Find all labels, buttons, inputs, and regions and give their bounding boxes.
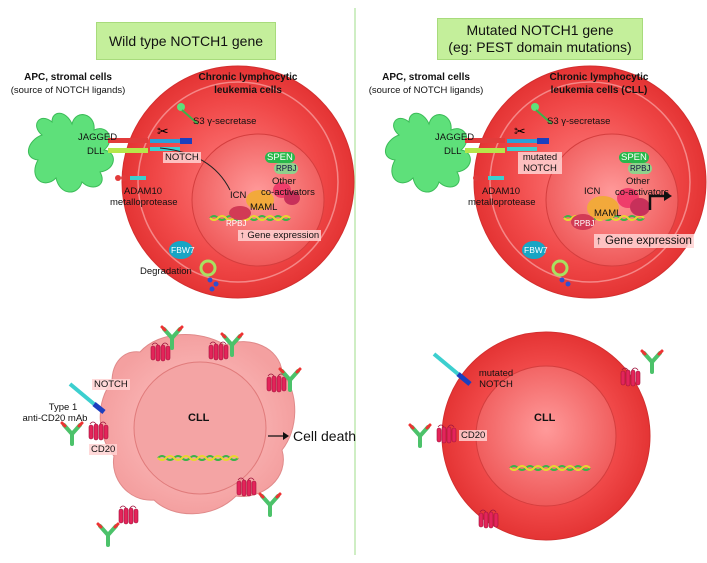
- icn-label-left: ICN: [230, 190, 247, 201]
- notch-receptor-bottom-left: [68, 382, 106, 414]
- adam10-label-left-2: metalloprotease: [110, 197, 178, 208]
- degradation-label-left: Degradation: [140, 266, 192, 277]
- secretase-icon: [177, 103, 185, 111]
- notch-label-right-2: NOTCH: [518, 163, 562, 174]
- transcription-complex-left: [229, 182, 300, 220]
- dll-label-right: DLL: [444, 146, 462, 157]
- apc-subtitle-left: (source of NOTCH ligands): [10, 85, 126, 96]
- mab-label-2: anti-CD20 mAb: [22, 413, 88, 424]
- transcription-arrow-right: [648, 194, 668, 210]
- cll-cell-mutated-right: [441, 331, 651, 541]
- notch-label-left: NOTCH: [163, 152, 201, 163]
- spen-label-right: SPEN: [619, 152, 649, 163]
- antibody-left-6: [96, 522, 120, 547]
- adam10-label-right-2: metalloprotease: [468, 197, 536, 208]
- cll-cell-dying-left: [99, 334, 296, 515]
- other-label-right-2: co-activators: [615, 187, 669, 198]
- transcription-arrowhead-right: [664, 191, 672, 201]
- cll-cell-left: [121, 65, 355, 299]
- notch-receptor-right: [465, 138, 549, 153]
- fbw7-icon-right: [522, 241, 546, 259]
- apc-title-right: APC, stromal cells: [382, 72, 470, 83]
- panel-title-mutated-line2: (eg: PEST domain mutations): [448, 39, 632, 55]
- transcription-complex-right: [571, 188, 650, 230]
- notch-bottom-label-left: NOTCH: [92, 379, 130, 390]
- cll-title-left-2: leukemia cells: [214, 85, 282, 96]
- other-label-right-1: Other: [626, 176, 650, 187]
- rpbj-label-left: RPBJ: [226, 219, 247, 228]
- cd20-label-right: CD20: [459, 430, 488, 441]
- panel-title-wild-type-text: Wild type NOTCH1 gene: [108, 32, 264, 49]
- rpbj-top-label-left: RPBJ: [274, 163, 299, 174]
- panel-title-mutated: Mutated NOTCH1 gene (eg: PEST domain mut…: [437, 18, 643, 60]
- cd20-receptor-left-6: [118, 505, 139, 525]
- spen-label-left: SPEN: [265, 152, 295, 163]
- cell-death-arrowhead: [283, 432, 289, 440]
- rpbj-top-label-right: RPBJ: [628, 163, 653, 174]
- scissors-icon: ✂: [157, 123, 169, 139]
- apc-cell-left: [28, 112, 114, 193]
- apc-cell-right: [385, 112, 471, 193]
- cll-cell-right: [473, 65, 707, 299]
- panel-title-wild-type: Wild type NOTCH1 gene: [96, 22, 276, 60]
- maml-label-right: MAML: [594, 208, 622, 219]
- adam10-icon-left: [115, 175, 146, 181]
- fbw7-icon-left: [169, 241, 193, 259]
- mab-label-1: Type 1: [48, 402, 78, 413]
- gene-expression-label-right: ↑ Gene expression: [594, 234, 694, 248]
- other-label-left-1: Other: [272, 176, 296, 187]
- notch-receptor-bottom-right: [432, 352, 472, 386]
- cll-title-left-1: Chronic lymphocytic: [198, 72, 298, 83]
- gene-expression-text-left: Gene expression: [247, 230, 320, 241]
- antibody-right-2: [640, 349, 664, 374]
- cll-label-left: CLL: [188, 412, 210, 424]
- secretase-label-left: S3 γ-secretase: [193, 116, 257, 127]
- apc-subtitle-right: (source of NOTCH ligands): [368, 85, 484, 96]
- fbw7-label-left: FBW7: [171, 245, 195, 255]
- cd20-label-left: CD20: [89, 444, 118, 455]
- cll-label-right: CLL: [534, 412, 556, 424]
- cll-title-right-1: Chronic lymphocytic: [549, 72, 649, 83]
- cell-death-label: Cell death: [293, 428, 357, 444]
- cll-title-right-2: leukemia cells (CLL): [550, 85, 648, 96]
- proteasome-right: [551, 259, 571, 287]
- secretase-stalk-right: [535, 109, 553, 125]
- dll-label-left: DLL: [87, 146, 105, 157]
- notch-bottom-label-right-1: mutated: [478, 368, 514, 379]
- proteasome-left: [199, 259, 219, 292]
- adam10-label-right-1: ADAM10: [482, 186, 521, 197]
- fbw7-label-right: FBW7: [524, 245, 548, 255]
- other-label-left-2: co-activators: [261, 187, 315, 198]
- jagged-label-left: JAGGED: [78, 132, 118, 143]
- apc-title-left: APC, stromal cells: [24, 72, 112, 83]
- notch-label-right-1: mutated: [518, 152, 562, 163]
- rpbj-label-right: RPBJ: [574, 219, 595, 228]
- adam10-label-left-1: ADAM10: [124, 186, 163, 197]
- maml-label-left: MAML: [250, 202, 278, 213]
- panel-title-mutated-line1: Mutated NOTCH1 gene: [466, 22, 614, 38]
- adam10-icon-right: [473, 175, 504, 181]
- gene-expression-text-right: Gene expression: [604, 235, 692, 247]
- jagged-label-right: JAGGED: [435, 132, 475, 143]
- secretase-stalk: [181, 109, 199, 125]
- antibody-left-4: [60, 421, 84, 446]
- gene-expression-label-left: ↑ Gene expression: [238, 230, 322, 241]
- icn-label-right: ICN: [584, 186, 601, 197]
- antibody-left-5: [258, 492, 282, 517]
- secretase-label-right: S3 γ-secretase: [547, 116, 611, 127]
- icn-arrow-left: [159, 147, 231, 191]
- secretase-icon-right: [531, 103, 539, 111]
- antibody-right-1: [408, 423, 432, 448]
- notch-bottom-label-right-2: NOTCH: [479, 379, 513, 390]
- scissors-icon-right: ✂: [514, 123, 526, 139]
